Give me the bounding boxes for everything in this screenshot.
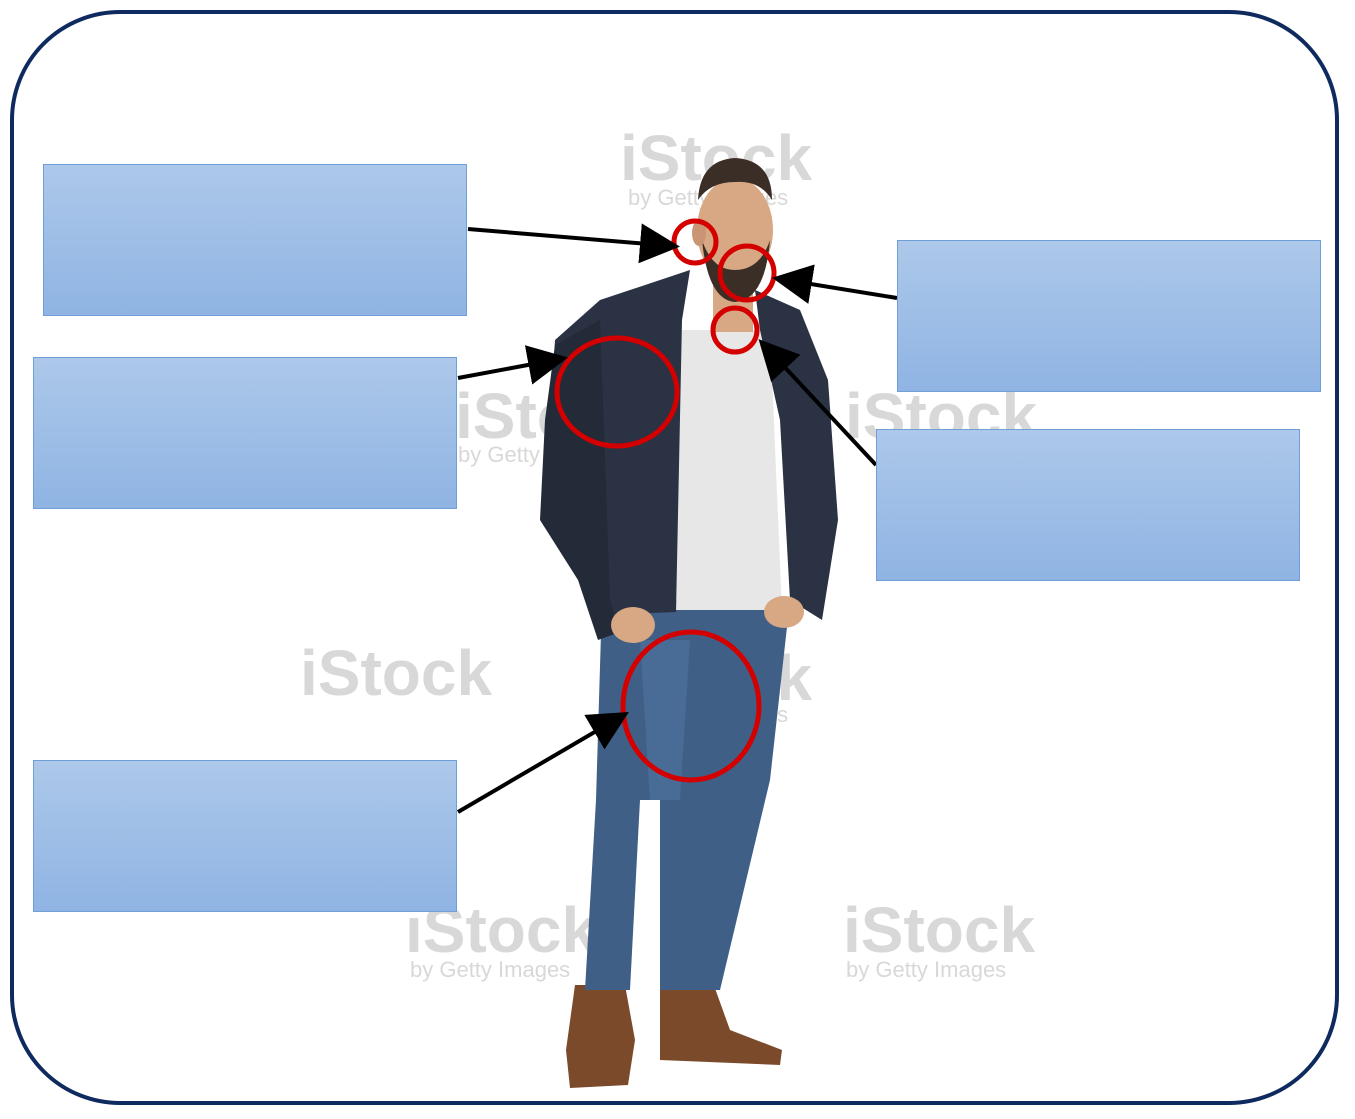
right-boot bbox=[660, 978, 782, 1065]
arrow-jacket bbox=[458, 359, 560, 378]
watermark-brand: iStock bbox=[843, 894, 1035, 966]
label-box-jeans[interactable] bbox=[33, 760, 457, 912]
label-box-ear[interactable] bbox=[43, 164, 467, 316]
right-hand bbox=[764, 596, 804, 628]
label-box-beard[interactable] bbox=[897, 240, 1321, 392]
watermark-brand: iStock bbox=[300, 637, 492, 709]
arrow-beard bbox=[780, 279, 897, 298]
label-box-neck[interactable] bbox=[876, 429, 1300, 581]
label-box-jacket[interactable] bbox=[33, 357, 457, 509]
left-hand bbox=[611, 607, 655, 643]
watermark-byline: by Getty Images bbox=[846, 957, 1006, 982]
watermark-byline: by Getty Images bbox=[410, 957, 570, 982]
t-shirt bbox=[676, 330, 782, 610]
left-boot bbox=[566, 985, 635, 1088]
arrow-ear bbox=[468, 229, 672, 246]
